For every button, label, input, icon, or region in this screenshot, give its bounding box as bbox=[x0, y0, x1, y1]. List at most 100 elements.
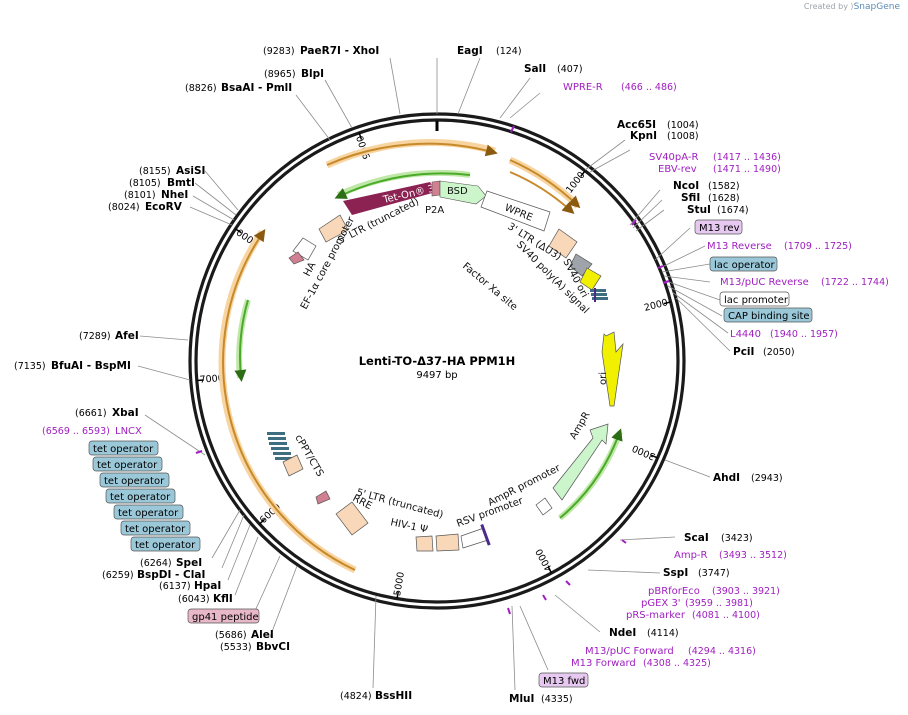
boxed-label-tet-operator-1[interactable]: tet operator bbox=[88, 440, 159, 456]
site-label-pcii[interactable]: PciI(2050) bbox=[733, 346, 795, 358]
site-label-mlui[interactable]: MluI(4335) bbox=[509, 693, 573, 705]
site-label-ndei[interactable]: NdeI(4114) bbox=[609, 627, 679, 639]
svg-text:pBRforEco: pBRforEco bbox=[648, 586, 700, 597]
svg-text:(3423): (3423) bbox=[721, 533, 753, 544]
boxed-label-tet-operator-4[interactable]: tet operator bbox=[105, 488, 176, 504]
cppt-feature bbox=[282, 454, 304, 477]
site-label-blpi[interactable]: (8965)BlpI bbox=[264, 68, 324, 80]
boxed-label-tet-operator-2[interactable]: tet operator bbox=[92, 456, 163, 472]
boxed-label-tet-operator-6[interactable]: tet operator bbox=[120, 520, 191, 536]
bsd-feature[interactable] bbox=[439, 180, 487, 205]
site-label-ncoi[interactable]: NcoI(1582) bbox=[673, 180, 740, 192]
svg-text:(8024): (8024) bbox=[108, 202, 140, 213]
site-label-paer7i-xhoi[interactable]: (9283)PaeR7I - XhoI bbox=[263, 45, 379, 57]
site-label-bsshii[interactable]: (4824)BssHII bbox=[340, 690, 412, 702]
ampr-feature[interactable] bbox=[552, 423, 609, 501]
site-label-stui[interactable]: StuI(1674) bbox=[687, 204, 749, 216]
site-label-kfli[interactable]: (6043)KflI bbox=[178, 593, 233, 605]
site-label-sfii[interactable]: SfiI(1628) bbox=[681, 192, 740, 204]
svg-text:(1004): (1004) bbox=[667, 120, 699, 131]
primer-label-sv40pa-r[interactable]: SV40pA-R(1417 .. 1436) bbox=[649, 152, 781, 163]
site-label-eagi[interactable]: EagI (124) bbox=[457, 45, 522, 57]
primer-label-lncx[interactable]: (6569 .. 6593)LNCX bbox=[42, 426, 142, 437]
svg-text:(124): (124) bbox=[496, 46, 522, 57]
snapgene-credit: Created by ⟩SnapGene bbox=[803, 2, 900, 12]
svg-text:(4114): (4114) bbox=[647, 628, 679, 639]
tick-label-7000: 7000 bbox=[199, 373, 224, 386]
site-label-sali[interactable]: SalI(407) bbox=[524, 63, 583, 75]
svg-text:EagI: EagI bbox=[457, 45, 483, 57]
site-label-afei[interactable]: (7289)AfeI bbox=[79, 330, 139, 342]
svg-text:tet operator: tet operator bbox=[97, 460, 158, 471]
svg-text:(6264): (6264) bbox=[140, 558, 172, 569]
hiv-psi-label: HIV-1 Ψ bbox=[389, 517, 428, 536]
svg-text:ScaI: ScaI bbox=[684, 532, 709, 544]
site-label-hpai[interactable]: (6137)HpaI bbox=[159, 580, 221, 592]
rre-feature bbox=[335, 501, 369, 536]
site-label-bsaai-pmli[interactable]: (8826)BsaAI - PmlI bbox=[185, 82, 292, 94]
primer-label-ebv-rev[interactable]: EBV-rev(1471 .. 1490) bbox=[658, 164, 781, 175]
site-label-kpni[interactable]: KpnI(1008) bbox=[630, 130, 699, 142]
site-label-bfuai-bspmi[interactable]: (7135)BfuAI - BspMI bbox=[14, 360, 131, 372]
site-label-asisi[interactable]: (8155)AsiSI bbox=[139, 165, 205, 177]
plasmid-length: 9497 bp bbox=[416, 370, 457, 381]
svg-text:(1417 .. 1436): (1417 .. 1436) bbox=[713, 152, 781, 163]
svg-text:(2943): (2943) bbox=[751, 473, 783, 484]
site-label-scai[interactable]: ScaI (3423) bbox=[684, 532, 753, 544]
site-label-bmti[interactable]: (8105)BmtI bbox=[129, 177, 195, 189]
boxed-label-tet-operator-3[interactable]: tet operator bbox=[99, 472, 170, 488]
p2a-feature bbox=[431, 180, 441, 197]
site-label-acc65i[interactable]: Acc65I(1004) bbox=[617, 119, 699, 131]
svg-text:XbaI: XbaI bbox=[112, 407, 139, 419]
tick-mark-4000 bbox=[547, 566, 553, 574]
site-label-sspi[interactable]: SspI(3747) bbox=[663, 567, 730, 579]
boxed-label-lac-promoter[interactable]: lac promoter bbox=[719, 291, 790, 307]
site-label-xbai[interactable]: (6661)XbaI bbox=[75, 407, 139, 419]
bsd-label: BSD bbox=[447, 186, 468, 197]
primer-label-pgex3[interactable]: pGEX 3'(3959 .. 3981) bbox=[641, 598, 753, 609]
svg-text:SalI: SalI bbox=[524, 63, 546, 75]
svg-text:L4440: L4440 bbox=[730, 329, 761, 340]
primer-label-m13-puc-forward[interactable]: M13/pUC Forward(4294 .. 4316) bbox=[585, 646, 756, 657]
ori-feature[interactable] bbox=[601, 331, 624, 407]
svg-text:(466 .. 486): (466 .. 486) bbox=[621, 82, 677, 93]
svg-text:(1471 .. 1490): (1471 .. 1490) bbox=[713, 164, 781, 175]
primer-label-m13-reverse[interactable]: M13 Reverse(1709 .. 1725) bbox=[707, 241, 852, 252]
primer-label-wpre-r[interactable]: WPRE-R(466 .. 486) bbox=[563, 82, 677, 93]
site-label-ahdi[interactable]: AhdI(2943) bbox=[713, 472, 783, 484]
boxed-label-lac-operator[interactable]: lac operator bbox=[709, 256, 778, 272]
primer-label-pbrforeco[interactable]: pBRforEco(3903 .. 3921) bbox=[648, 586, 780, 597]
site-label-bspdi-clai[interactable]: (6259)BspDI - ClaI bbox=[102, 569, 205, 581]
boxed-label-tet-operator-5[interactable]: tet operator bbox=[113, 504, 184, 520]
svg-text:(6259): (6259) bbox=[102, 570, 134, 581]
svg-text:(1628): (1628) bbox=[708, 193, 740, 204]
site-label-nhei[interactable]: (8101)NheI bbox=[124, 189, 188, 201]
orf-arc-2-line bbox=[509, 159, 581, 209]
boxed-label-cap-binding-site[interactable]: CAP binding site bbox=[723, 307, 813, 323]
svg-text:tet operator: tet operator bbox=[125, 524, 186, 535]
boxed-label-m13-fwd[interactable]: M13 fwd bbox=[538, 672, 589, 688]
site-label-spei[interactable]: (6264)SpeI bbox=[140, 557, 202, 569]
tet-on-3g-feature[interactable] bbox=[343, 182, 436, 215]
primer-label-amp-r[interactable]: Amp-R(3493 .. 3512) bbox=[674, 550, 787, 561]
primer-label-l4440[interactable]: L4440(1940 .. 1957) bbox=[730, 329, 838, 340]
svg-text:lac operator: lac operator bbox=[714, 260, 775, 271]
ef1a-promoter-feature bbox=[292, 237, 317, 261]
snapgene-logo-icon: ⟩ bbox=[850, 2, 854, 11]
site-label-bbvci[interactable]: (5533)BbvCI bbox=[220, 641, 290, 653]
svg-text:M13/pUC Forward: M13/pUC Forward bbox=[585, 646, 674, 657]
boxed-label-m13-rev[interactable]: M13 rev bbox=[694, 219, 743, 235]
primer-ticks bbox=[195, 125, 670, 615]
svg-text:MluI: MluI bbox=[509, 693, 534, 705]
wpre-feature[interactable] bbox=[480, 190, 551, 232]
svg-text:lac promoter: lac promoter bbox=[724, 295, 789, 306]
primer-label-m13-forward[interactable]: M13 Forward(4308 .. 4325) bbox=[571, 658, 711, 669]
site-label-ecorv[interactable]: (8024)EcoRV bbox=[108, 201, 183, 213]
site-label-alei[interactable]: (5686)AleI bbox=[215, 629, 274, 641]
boxed-label-tet-operator-7[interactable]: tet operator bbox=[130, 536, 201, 552]
svg-text:(8105): (8105) bbox=[129, 178, 161, 189]
primer-label-m13-puc-reverse[interactable]: M13/pUC Reverse(1722 .. 1744) bbox=[720, 277, 889, 288]
factor-xa-bottom-feature bbox=[315, 490, 331, 505]
boxed-label-gp41-peptide[interactable]: gp41 peptide bbox=[187, 608, 260, 624]
primer-label-prs-marker[interactable]: pRS-marker(4081 .. 4100) bbox=[626, 610, 760, 621]
